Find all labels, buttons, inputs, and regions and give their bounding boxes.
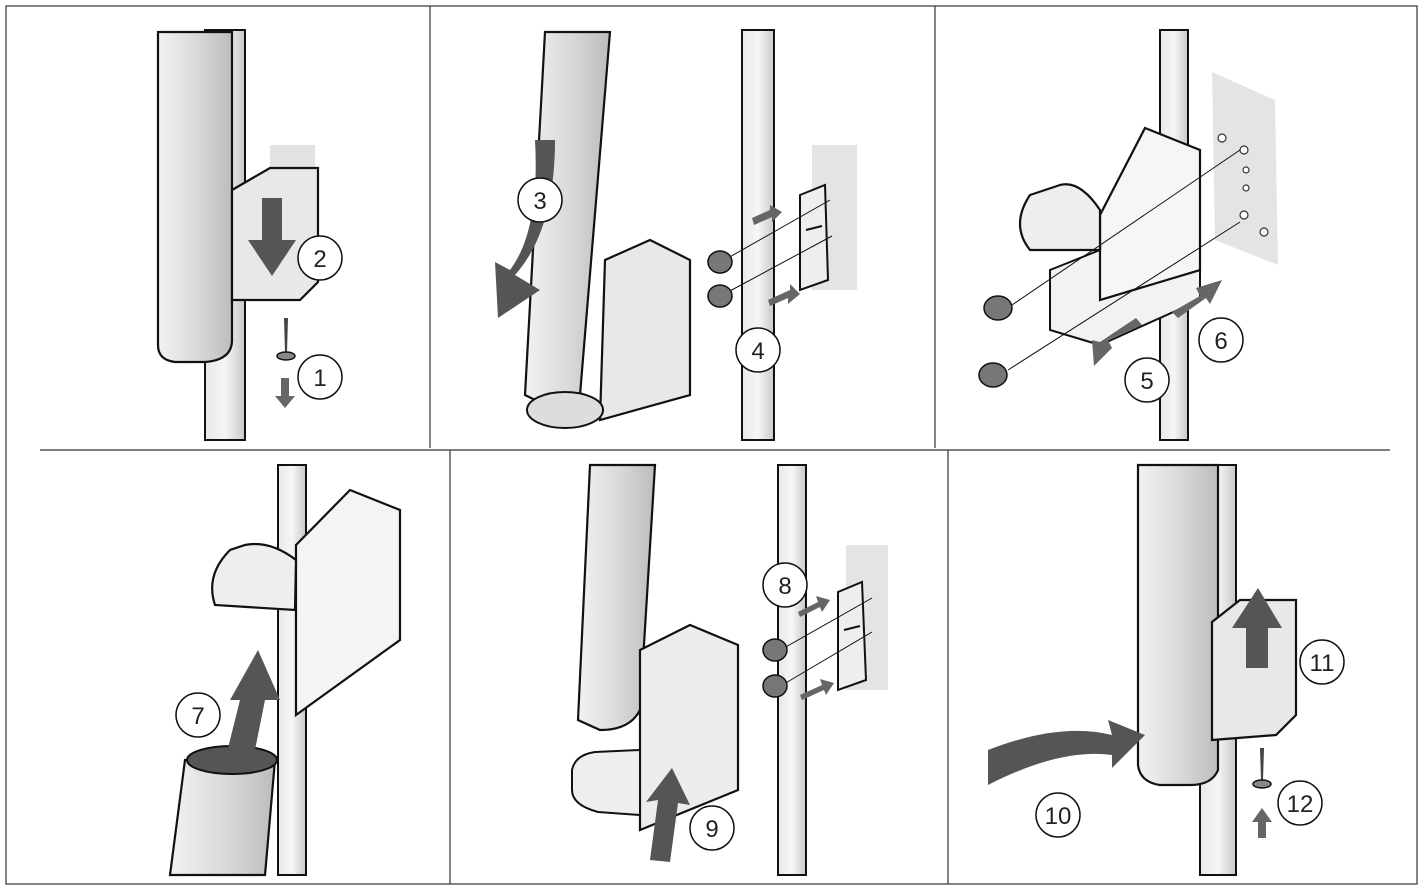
svg-text:6: 6 (1214, 328, 1227, 355)
step-5-marker: 5 (1124, 357, 1170, 403)
panel-3: 5 6 (978, 29, 1278, 441)
screw-icon (978, 221, 1241, 388)
step-11-marker: 11 (1299, 639, 1345, 685)
svg-text:12: 12 (1287, 791, 1314, 818)
arrow-icon (798, 596, 830, 617)
arrow-icon (248, 198, 296, 276)
screw-icon (762, 597, 873, 662)
arrow-icon (988, 720, 1145, 785)
svg-text:3: 3 (533, 188, 546, 215)
arrow-icon (1252, 808, 1272, 838)
arrow-icon (1172, 280, 1222, 318)
bracket-icon (799, 183, 830, 292)
bracket-icon (837, 580, 868, 692)
svg-text:4: 4 (751, 338, 764, 365)
svg-text:7: 7 (191, 703, 204, 730)
step-10-marker: 10 (1035, 792, 1081, 838)
panel-grid (5, 5, 1418, 885)
cabinet-edge (777, 464, 807, 876)
screw-icon (707, 235, 833, 308)
hinge-cap (571, 748, 641, 817)
door (156, 30, 234, 364)
step-8-marker: 8 (762, 562, 808, 608)
screw-icon (1252, 748, 1272, 789)
arrow-icon (1232, 588, 1282, 668)
svg-text:5: 5 (1140, 368, 1153, 395)
svg-text:8: 8 (778, 573, 791, 600)
panel-5: 8 9 (571, 463, 888, 876)
svg-text:1: 1 (313, 365, 326, 392)
svg-text:9: 9 (705, 816, 718, 843)
door (1136, 463, 1220, 787)
arrow-icon (768, 284, 800, 306)
hinge-cap (1018, 183, 1102, 252)
arrow-icon (275, 378, 295, 408)
screw-icon (276, 318, 296, 361)
arrow-icon (800, 679, 834, 700)
step-3-marker: 3 (517, 177, 563, 223)
step-9-marker: 9 (689, 805, 735, 851)
hinge-block (1210, 598, 1298, 742)
hinge-block (294, 488, 402, 718)
hinge-block (1098, 126, 1202, 302)
step-6-marker: 6 (1198, 317, 1244, 363)
step-7-marker: 7 (175, 692, 221, 738)
step-4-marker: 4 (735, 327, 781, 373)
svg-text:2: 2 (313, 246, 326, 273)
step-12-marker: 12 (1277, 780, 1323, 826)
hinge-block (598, 238, 692, 422)
hinge-cap (211, 542, 298, 612)
arrow-icon (646, 768, 690, 862)
arrow-icon (225, 650, 280, 765)
mounting-holes (1217, 133, 1269, 237)
hinge-cap (526, 391, 604, 429)
panel-6: 10 11 12 (988, 463, 1345, 876)
step-1-marker: 1 (297, 354, 343, 400)
door-pin-tube (168, 758, 277, 877)
svg-text:10: 10 (1045, 803, 1072, 830)
screw-icon (983, 149, 1241, 321)
screw-icon (762, 631, 873, 698)
svg-text:11: 11 (1310, 650, 1335, 677)
screw-icon (707, 199, 831, 274)
arrow-icon (752, 205, 782, 225)
panel-1: 2 1 (156, 29, 343, 441)
step-2-marker: 2 (297, 235, 343, 281)
arrow-icon (1092, 318, 1142, 366)
panel-2: 3 4 (495, 29, 857, 441)
panel-4: 7 (168, 464, 402, 877)
